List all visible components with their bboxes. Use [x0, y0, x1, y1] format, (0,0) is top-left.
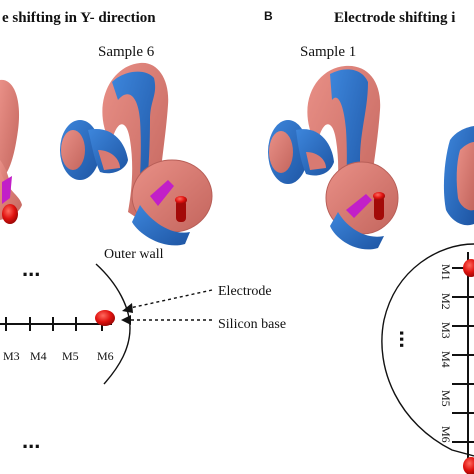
electrode-dot-top — [463, 259, 474, 277]
marker-m3: M3 — [3, 349, 20, 363]
marker-b-m1: M1 — [439, 264, 453, 281]
panel-b: B Electrode shifting i Sample 1 — [264, 9, 474, 474]
cochlea-model-sample-1 — [268, 65, 399, 250]
marker-b-m6: M6 — [439, 426, 453, 443]
marker-b-m5: M5 — [439, 390, 453, 407]
outer-wall-arc — [95, 263, 131, 385]
electrode-label: Electrode — [218, 284, 272, 299]
ellipsis-vertical: ... — [395, 330, 420, 348]
vertical-marker-labels: M1 M2 M3 M4 M5 M6 — [439, 264, 453, 443]
marker-b-m2: M2 — [439, 293, 453, 310]
ellipsis-bottom: ... — [22, 428, 40, 453]
marker-m5: M5 — [62, 349, 79, 363]
cochlea-model-left-partial — [0, 79, 22, 224]
panel-b-title: Electrode shifting i — [334, 10, 455, 26]
cochlea-cross-section-arc — [381, 243, 474, 457]
silicon-base-label: Silicon base — [218, 317, 286, 332]
panel-b-letter: B — [264, 9, 273, 23]
sample-6-label: Sample 6 — [98, 44, 155, 60]
panel-a: e shifting in Y- direction Sample 6 — [0, 10, 286, 453]
marker-b-m3: M3 — [439, 322, 453, 339]
electrode-pointer — [129, 289, 213, 309]
vertical-ticks — [452, 267, 474, 443]
outer-wall-label: Outer wall — [104, 247, 164, 262]
marker-m4: M4 — [30, 349, 47, 363]
electrode-dot — [95, 310, 115, 326]
cochlea-model-sample-6 — [60, 62, 213, 246]
panel-a-title: e shifting in Y- direction — [2, 10, 156, 26]
marker-m6: M6 — [97, 349, 114, 363]
sample-1-label: Sample 1 — [300, 44, 356, 60]
marker-b-m4: M4 — [439, 351, 453, 368]
cochlea-model-right-partial — [443, 126, 474, 226]
ellipsis-top: ... — [22, 256, 40, 281]
electrode-dot-bottom — [463, 457, 474, 474]
